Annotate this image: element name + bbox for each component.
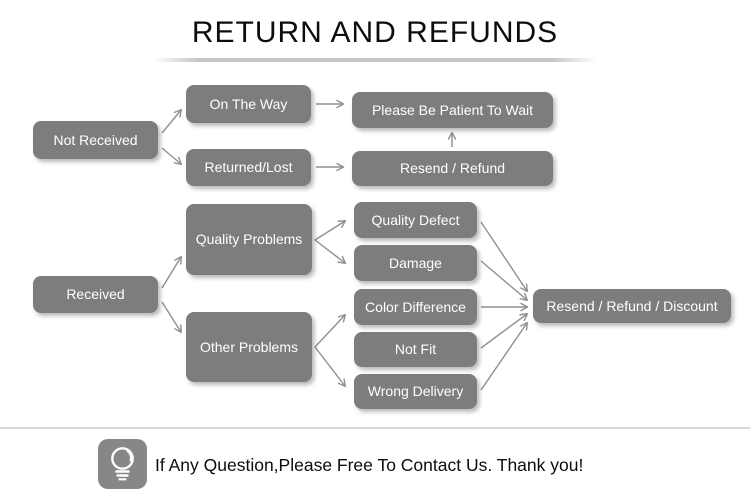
node-wrong-delivery: Wrong Delivery — [354, 374, 477, 409]
node-damage: Damage — [354, 245, 477, 281]
node-returned-lost: Returned/Lost — [186, 149, 311, 186]
node-resend-refund-discount: Resend / Refund / Discount — [533, 289, 731, 323]
footer-divider — [0, 427, 750, 429]
node-color-difference: Color Difference — [354, 289, 477, 325]
node-quality-problems: Quality Problems — [186, 204, 312, 275]
page-title: RETURN AND REFUNDS — [191, 16, 559, 49]
node-received: Received — [33, 276, 158, 313]
light-bulb-icon — [98, 439, 147, 489]
node-not-received: Not Received — [33, 121, 158, 159]
node-other-problems: Other Problems — [186, 312, 312, 382]
node-please-be-patient: Please Be Patient To Wait — [352, 92, 553, 128]
node-not-fit: Not Fit — [354, 332, 477, 367]
node-quality-defect: Quality Defect — [354, 202, 477, 238]
title-underline — [153, 58, 596, 62]
footer-message: If Any Question,Please Free To Contact U… — [155, 454, 584, 475]
node-resend-refund: Resend / Refund — [352, 151, 553, 186]
node-on-the-way: On The Way — [186, 85, 311, 123]
